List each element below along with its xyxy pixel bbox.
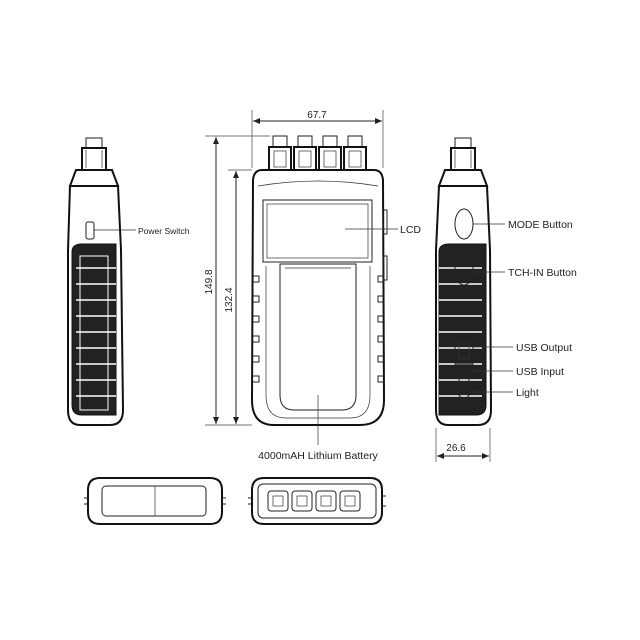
power-switch-label: Power Switch: [138, 226, 190, 236]
mode-button-label: MODE Button: [508, 219, 573, 231]
right-side-view: [435, 137, 513, 462]
battery-label: 4000mAH Lithium Battery: [258, 450, 378, 462]
bottom-view: [84, 477, 226, 525]
dimension-lines-front: [205, 110, 384, 426]
depth-dimension: 26.6: [446, 443, 466, 454]
top-connector-ports: [267, 490, 361, 512]
total-height-dimension: 149.8: [204, 269, 215, 294]
tch-in-button-label: TCH-IN Button: [508, 267, 577, 279]
usb-input-port-icon: [458, 365, 470, 383]
usb-input-label: USB Input: [516, 366, 564, 378]
power-switch-icon: [85, 221, 95, 240]
top-view: [248, 477, 386, 525]
light-label: Light: [516, 387, 539, 399]
front-view: [250, 135, 398, 445]
connector-ports: [268, 135, 367, 172]
usb-output-port-icon: [454, 336, 474, 365]
body-height-dimension: 132.4: [224, 287, 235, 312]
lcd-label: LCD: [400, 224, 421, 236]
tch-in-button-icon: [454, 254, 474, 286]
width-dimension: 67.7: [307, 110, 327, 121]
usb-output-label: USB Output: [516, 342, 572, 354]
left-side-view: [67, 137, 136, 426]
